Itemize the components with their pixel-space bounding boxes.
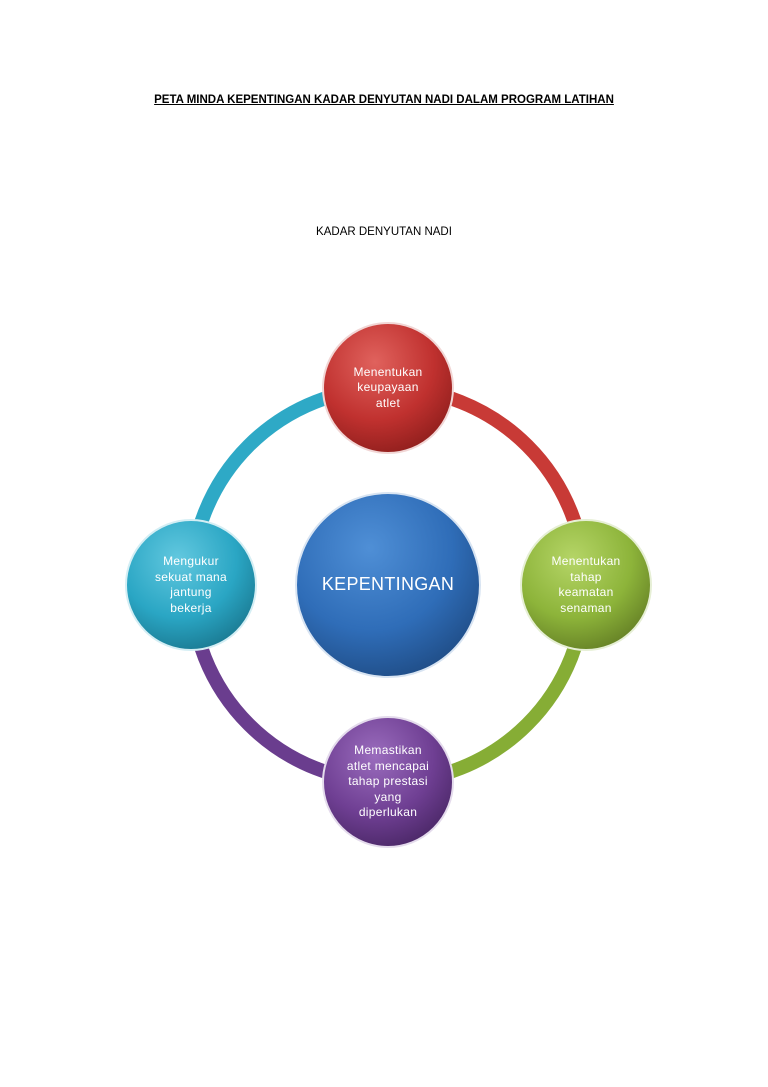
node-top-line: keupayaan	[357, 380, 419, 395]
node-left-text: Mengukur sekuat mana jantung bekerja	[131, 545, 251, 625]
center-circle	[295, 492, 481, 678]
node-right-line: Menentukan	[551, 554, 621, 568]
node-left-circle	[125, 519, 257, 651]
diagram-subtitle: KADAR DENYUTAN NADI	[316, 226, 452, 238]
node-bottom-text: Memastikan atlet mencapai tahap prestasi…	[328, 740, 448, 824]
node-right-line: tahap	[570, 569, 602, 584]
page-title: PETA MINDA KEPENTINGAN KADAR DENYUTAN NA…	[154, 94, 614, 106]
node-right-line: keamatan	[558, 585, 614, 599]
node-bottom-circle	[322, 716, 454, 848]
node-left-line: Mengukur	[163, 554, 219, 568]
node-left-line: sekuat mana	[154, 569, 227, 584]
center-label: KEPENTINGAN	[321, 574, 455, 595]
node-top-line: Menentukan	[353, 364, 423, 379]
node-right-line: senaman	[560, 600, 612, 615]
node-top-text: Menentukan keupayaan atlet	[328, 358, 448, 418]
node-left-line: bekerja	[170, 600, 212, 615]
node-left-line: jantung	[170, 585, 212, 599]
node-bottom-line: tahap prestasi	[348, 774, 428, 789]
node-bottom-line: diperlukan	[358, 805, 418, 820]
node-top-line: atlet	[375, 395, 401, 410]
node-bottom-line: yang	[374, 789, 402, 804]
node-right-text: Menentukan tahap keamatan senaman	[526, 545, 646, 625]
node-right-circle	[520, 519, 652, 651]
node-bottom-line: Memastikan	[354, 743, 422, 758]
node-bottom-line: atlet mencapai	[346, 758, 430, 773]
node-top-circle	[322, 322, 454, 454]
